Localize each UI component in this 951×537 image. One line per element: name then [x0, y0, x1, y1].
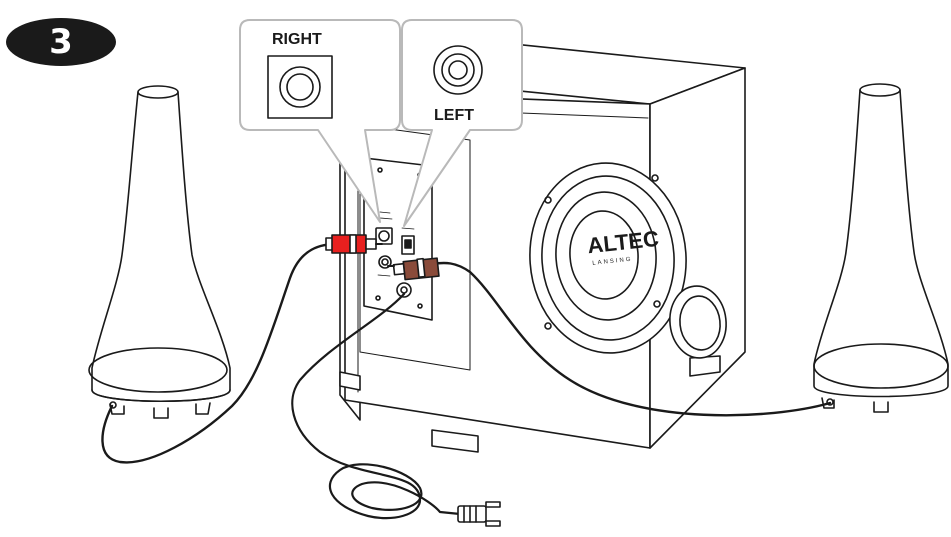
right-jack-closeup: [267, 55, 333, 119]
right-speaker-cable: [430, 261, 832, 417]
left-callout-label: LEFT: [434, 107, 474, 124]
left-callout: [401, 19, 523, 227]
right-input-jack: [375, 227, 393, 245]
left-input-jack: [378, 255, 392, 269]
left-speaker-cable-port: [109, 401, 117, 409]
right-satellite-speaker: [813, 83, 949, 413]
left-callout-content: LEFT: [433, 45, 483, 124]
right-callout: [239, 19, 401, 223]
step-number-badge: 3: [6, 18, 116, 66]
left-satellite-speaker: [88, 85, 231, 419]
subwoofer-foot: [431, 429, 479, 453]
step-number: 3: [49, 22, 73, 62]
right-speaker-cable-port: [826, 398, 834, 406]
right-rca-plug: [325, 234, 383, 254]
right-rca-plug-body: [331, 234, 367, 254]
brand-logo-subtext: LANSING: [592, 257, 633, 267]
right-callout-label: RIGHT: [272, 31, 322, 48]
power-cord: [291, 292, 462, 520]
bass-port: [669, 285, 727, 359]
power-plug: [457, 501, 501, 527]
power-switch: [401, 235, 415, 255]
left-speaker-loop-cable: [101, 242, 350, 464]
left-jack-closeup: [433, 45, 483, 95]
left-rca-plug: [387, 257, 440, 281]
right-callout-content: RIGHT: [267, 31, 333, 119]
woofer-driver: [529, 162, 687, 354]
